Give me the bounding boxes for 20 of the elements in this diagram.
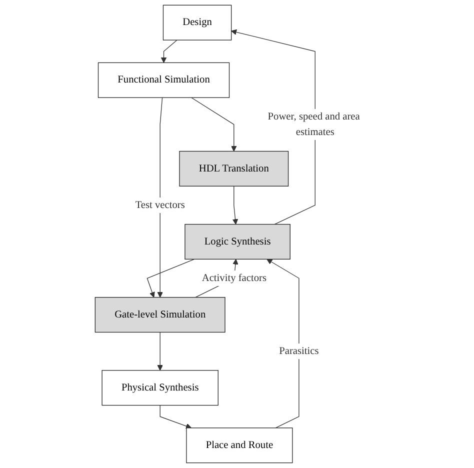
node-box: Gate-level Simulation (94, 297, 225, 333)
edge-label: Activity factors (201, 272, 266, 284)
arrow (156, 332, 162, 371)
arrow (230, 29, 315, 225)
edge-label: Test vectors (134, 199, 184, 210)
node-box: Functional Simulation (97, 62, 230, 98)
arrow (146, 258, 194, 298)
arrow (159, 404, 192, 429)
node-box: Physical Synthesis (101, 370, 218, 406)
arrow (232, 186, 238, 225)
arrow (156, 97, 162, 298)
node-box: Place and Route (186, 428, 292, 464)
edge-label: Power, speed and area estimates (267, 110, 360, 138)
node-box: Design (162, 4, 232, 40)
node-box: HDL Translation (178, 150, 288, 186)
arrow (266, 258, 299, 428)
arrow (190, 97, 236, 152)
arrow (160, 40, 177, 63)
node-box: Logic Synthesis (184, 224, 290, 260)
edge-label: Parasitics (278, 345, 318, 356)
